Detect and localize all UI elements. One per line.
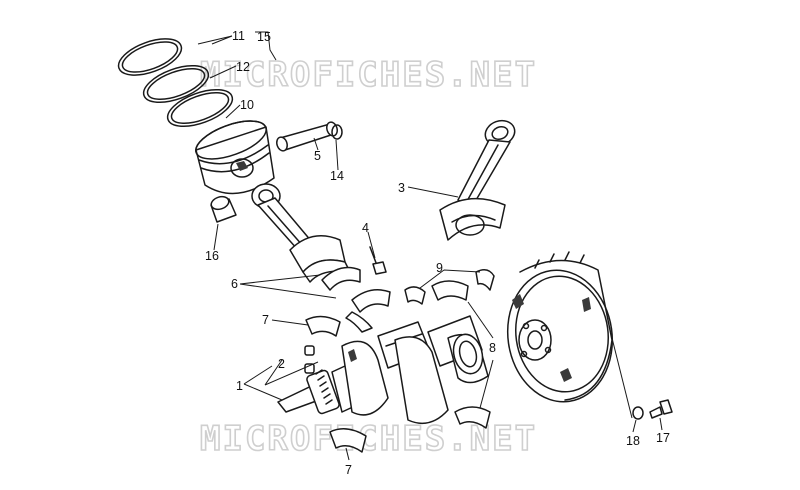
washer bbox=[632, 406, 644, 420]
connecting-rod-left bbox=[251, 183, 351, 283]
callout-15: 15 bbox=[257, 30, 271, 44]
piston-rings bbox=[117, 38, 234, 128]
callout-8: 8 bbox=[489, 341, 496, 355]
leader-lines bbox=[197, 31, 663, 461]
big-end-shells bbox=[321, 266, 391, 333]
callout-4: 4 bbox=[362, 221, 369, 235]
crankshaft bbox=[277, 315, 489, 425]
callout-7-upper: 7 bbox=[262, 313, 269, 327]
piston-pin bbox=[276, 121, 338, 152]
callout-18: 18 bbox=[626, 434, 640, 448]
flywheel bbox=[506, 251, 614, 403]
callout-10: 10 bbox=[240, 98, 254, 112]
circlip bbox=[331, 124, 343, 140]
rod-bolt bbox=[369, 246, 387, 275]
small-end-bush bbox=[210, 195, 237, 223]
callout-1: 1 bbox=[236, 379, 243, 393]
callout-14: 14 bbox=[330, 169, 344, 183]
watermark-top: MICROFICHES.NET bbox=[200, 55, 537, 95]
callout-3: 3 bbox=[398, 181, 405, 195]
callout-16: 16 bbox=[205, 249, 219, 263]
callout-6: 6 bbox=[231, 277, 238, 291]
callout-5: 5 bbox=[314, 149, 321, 163]
callout-2: 2 bbox=[278, 357, 285, 371]
flywheel-bolt bbox=[649, 399, 673, 419]
piston bbox=[195, 120, 275, 195]
main-bearing-shell-upper bbox=[305, 315, 341, 337]
watermark-bottom: MICROFICHES.NET bbox=[200, 419, 537, 459]
callout-labels: 1 2 3 4 5 6 7 7 8 9 10 11 12 14 15 16 17… bbox=[205, 29, 670, 477]
crankshaft-plugs bbox=[304, 345, 315, 374]
main-bearing-shell-lower bbox=[329, 428, 367, 453]
callout-7-lower: 7 bbox=[345, 463, 352, 477]
callout-11: 11 bbox=[232, 29, 245, 43]
main-bearing-shell-8 bbox=[454, 406, 491, 429]
callout-12: 12 bbox=[236, 60, 250, 74]
callout-9: 9 bbox=[436, 261, 443, 275]
callout-17: 17 bbox=[656, 431, 670, 445]
thrust-washers bbox=[404, 269, 495, 305]
connecting-rod-right bbox=[439, 119, 516, 241]
